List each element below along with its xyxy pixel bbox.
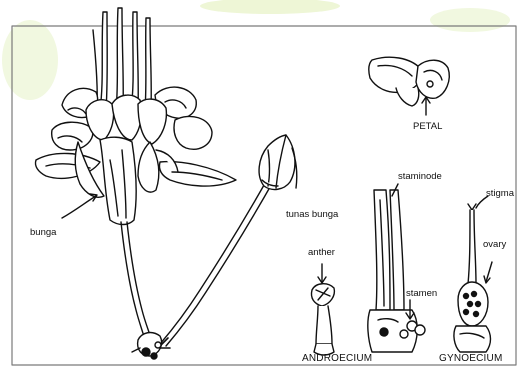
label-stamen: stamen xyxy=(406,289,437,299)
stem-base-node xyxy=(132,333,162,359)
bunga-arrow xyxy=(62,196,96,218)
petal-illustration xyxy=(369,57,450,106)
label-ovary: ovary xyxy=(483,240,506,250)
label-tunas-bunga: tunas bunga xyxy=(286,210,338,220)
label-stigma: stigma xyxy=(486,189,514,199)
androecium-illustration xyxy=(311,284,334,355)
label-staminode: staminode xyxy=(398,172,442,182)
anther-arrow xyxy=(318,264,326,283)
petal-arrow xyxy=(422,97,430,115)
flower-filaments xyxy=(93,8,151,110)
caption-androecium: ANDROECIUM xyxy=(302,354,372,364)
label-petal: PETAL xyxy=(413,122,442,132)
caption-gynoecium: GYNOECIUM xyxy=(439,354,502,364)
label-anther: anther xyxy=(308,248,335,258)
bud-stem xyxy=(158,178,274,348)
label-bunga: bunga xyxy=(30,228,56,238)
flower-bud xyxy=(259,135,295,189)
stamen-illustration xyxy=(368,190,425,352)
flower-petals xyxy=(35,87,236,224)
ovary-arrow xyxy=(484,262,492,283)
